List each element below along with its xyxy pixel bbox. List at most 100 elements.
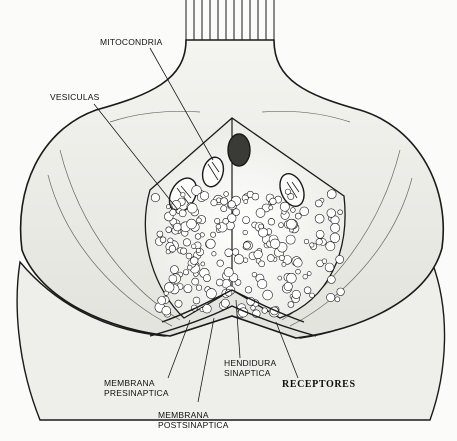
vesicle xyxy=(192,278,199,285)
vesicle xyxy=(187,219,197,229)
vesicle xyxy=(195,234,201,240)
vesicle xyxy=(270,198,277,205)
vesicle xyxy=(252,272,257,277)
label-membrana-presinaptica: MEMBRANA PRESINAPTICA xyxy=(104,378,169,398)
vesicle xyxy=(221,206,227,212)
vesicle xyxy=(288,302,294,308)
vesicle xyxy=(179,210,186,217)
vesicle xyxy=(166,227,172,233)
vesicle xyxy=(252,193,259,200)
vesicle xyxy=(158,297,166,305)
vesicle xyxy=(232,249,239,256)
vesicle xyxy=(221,299,229,307)
vesicle xyxy=(151,193,159,201)
vesicle xyxy=(173,223,181,231)
vesicle xyxy=(193,297,200,304)
vesicle xyxy=(286,235,295,244)
vesicle xyxy=(259,224,264,229)
vesicle xyxy=(270,239,280,249)
vesicle xyxy=(300,207,309,216)
label-membrana-presinaptica-line2: PRESINAPTICA xyxy=(104,388,169,398)
vesicle xyxy=(337,288,345,296)
vesicle xyxy=(169,245,176,252)
vesicle xyxy=(186,253,192,259)
vesicle xyxy=(284,282,292,290)
label-hendidura-sinaptica-line2: SINAPTICA xyxy=(224,368,276,378)
vesicle xyxy=(157,231,163,237)
vesicle xyxy=(203,275,210,282)
vesicle xyxy=(183,239,190,246)
label-receptores: RECEPTORES xyxy=(282,380,356,390)
vesicle xyxy=(269,206,273,210)
vesicle xyxy=(268,219,275,226)
vesicle xyxy=(216,224,221,229)
label-vesiculas: VESICULAS xyxy=(50,92,100,102)
vesicle xyxy=(304,239,309,244)
vesicle xyxy=(212,252,216,256)
vesicle xyxy=(287,273,297,283)
vesicle xyxy=(279,223,284,228)
label-hendidura-sinaptica: HENDIDURA SINAPTICA xyxy=(224,358,276,378)
vesicle xyxy=(217,260,224,267)
vesicle xyxy=(191,244,196,249)
vesicle xyxy=(200,192,209,201)
vesicle xyxy=(254,250,263,259)
vesicle xyxy=(180,248,186,254)
vesicle xyxy=(243,242,250,249)
vesicle xyxy=(183,270,188,275)
vesicle xyxy=(258,279,267,288)
vesicle xyxy=(221,198,228,205)
vesicle xyxy=(187,203,197,213)
vesicle xyxy=(187,265,192,270)
vesicle xyxy=(307,272,311,276)
vesicle xyxy=(303,274,308,279)
vesicle xyxy=(326,242,335,251)
vesicle xyxy=(162,306,171,315)
label-membrana-presinaptica-line1: MEMBRANA xyxy=(104,378,169,388)
vesicle xyxy=(243,217,250,224)
vesicle xyxy=(233,209,240,216)
vesicle xyxy=(267,255,274,262)
vesicle xyxy=(224,268,233,277)
vesicle xyxy=(280,202,289,211)
vesicle xyxy=(184,285,192,293)
vesicle xyxy=(279,255,284,260)
vesicle xyxy=(160,237,166,243)
vesicle xyxy=(190,257,198,265)
vesicle xyxy=(256,208,265,217)
label-membrana-postsinaptica: MEMBRANA POSTSINAPTICA xyxy=(158,410,229,430)
vesicle xyxy=(338,210,343,215)
vesicle xyxy=(292,290,300,298)
vesicle xyxy=(196,218,201,223)
vesicle xyxy=(286,219,296,229)
vesicle xyxy=(259,228,268,237)
vesicle xyxy=(327,190,336,199)
vesicle xyxy=(243,258,248,263)
vesicle xyxy=(170,266,178,274)
vesicle xyxy=(234,255,243,264)
vesicle xyxy=(316,239,322,245)
vesicle xyxy=(196,285,202,291)
vesicle xyxy=(296,269,301,274)
label-hendidura-sinaptica-line1: HENDIDURA xyxy=(224,358,276,368)
label-membrana-postsinaptica-line2: POSTSINAPTICA xyxy=(158,420,229,430)
vesicle xyxy=(262,308,268,314)
vesicle xyxy=(304,287,311,294)
label-mitocondria: MITOCONDRIA xyxy=(100,37,163,47)
vesicle xyxy=(310,293,315,298)
vesicle xyxy=(282,262,286,266)
vesicle xyxy=(285,189,290,194)
vesicle xyxy=(244,200,248,204)
vesicle xyxy=(196,248,200,252)
vesicle xyxy=(263,290,273,300)
vesicle xyxy=(336,255,344,263)
vesicle xyxy=(325,263,334,272)
vesicle xyxy=(169,275,177,283)
vesicle xyxy=(215,218,220,223)
vesicle xyxy=(291,208,296,213)
vesicle xyxy=(330,233,340,243)
vesicle xyxy=(224,192,229,197)
vesicle xyxy=(335,297,340,302)
vesicle xyxy=(203,305,212,314)
vesicle xyxy=(327,209,336,218)
